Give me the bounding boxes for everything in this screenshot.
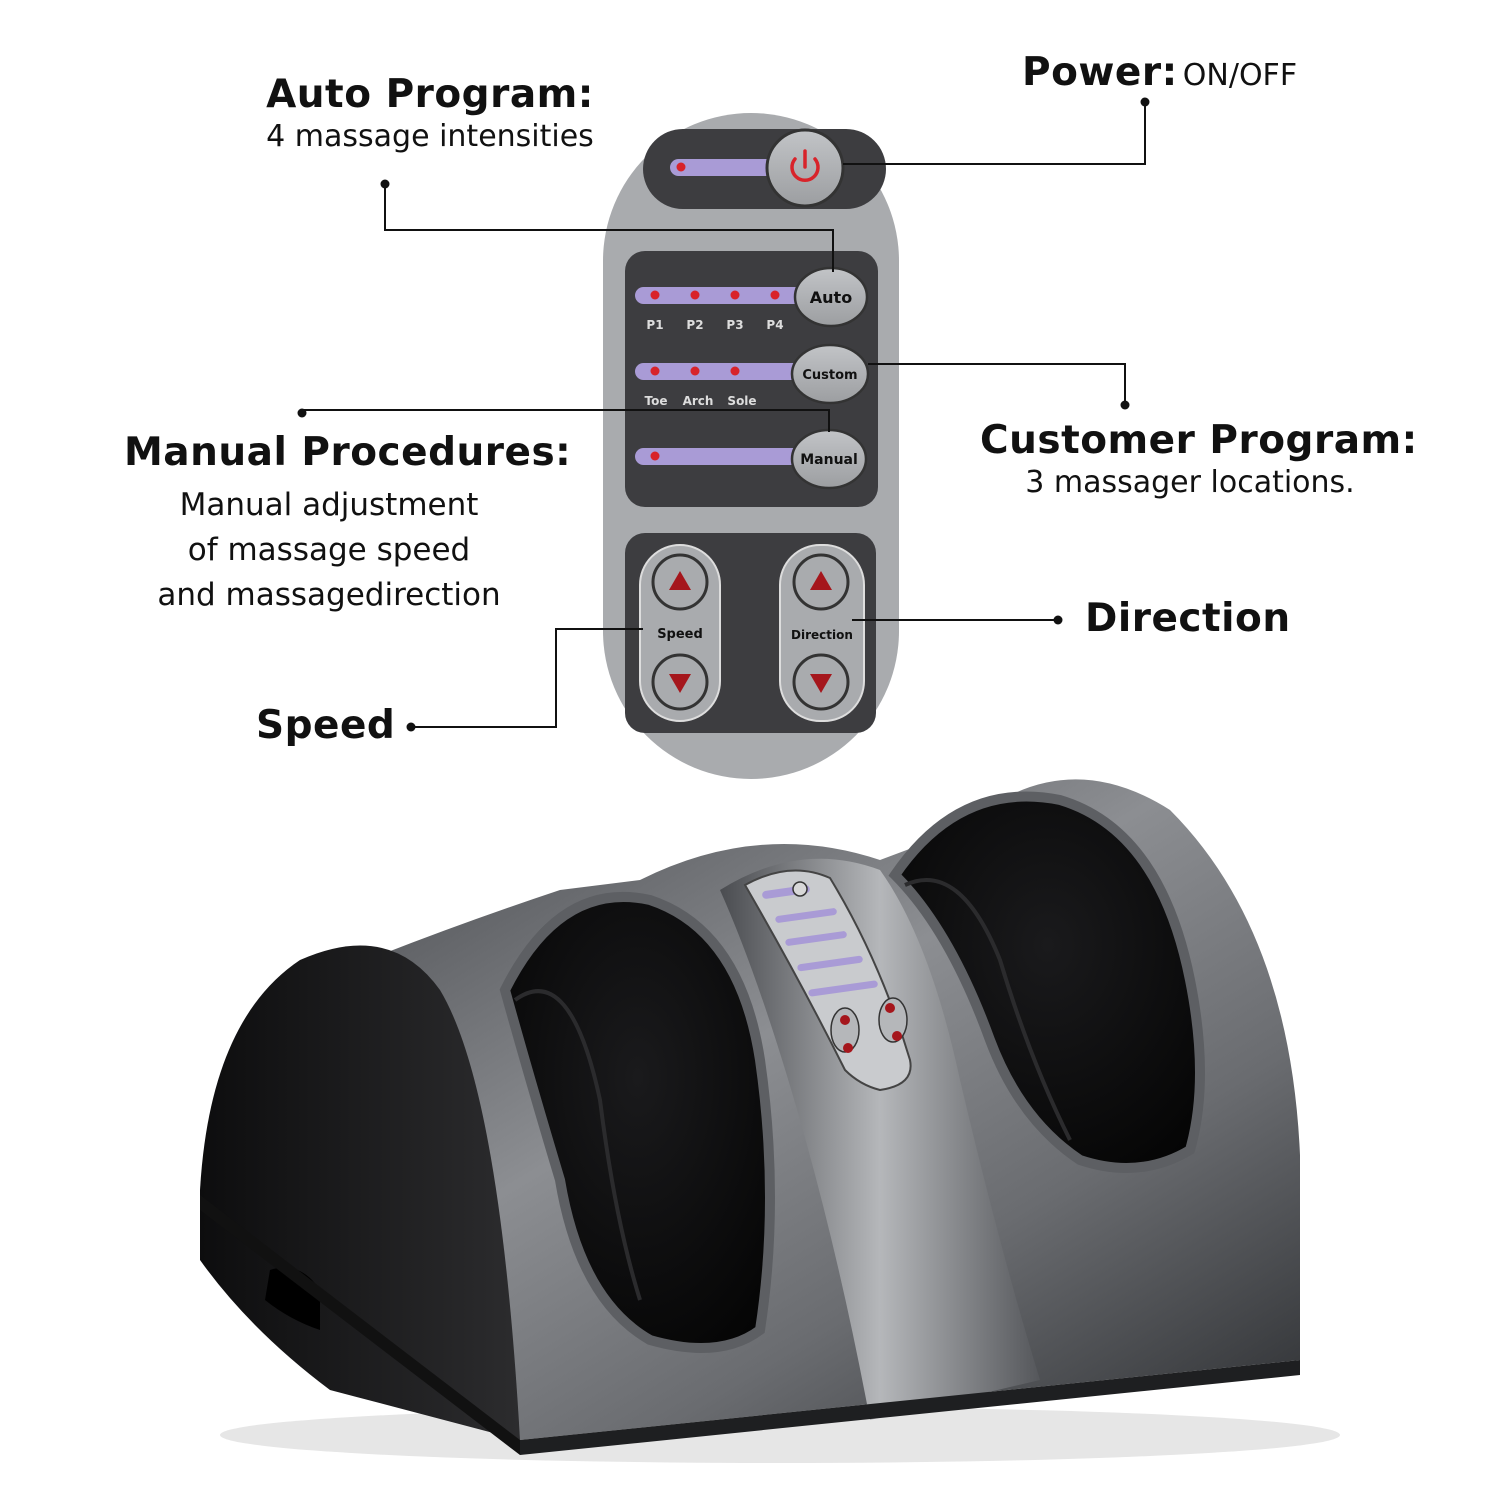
auto-led-p1 (650, 290, 660, 300)
power-annotation: Power: ON/OFF (1022, 50, 1297, 95)
manual-button-label: Manual (800, 452, 858, 468)
auto-button[interactable]: Auto (793, 266, 869, 328)
device-center-spine (720, 858, 1040, 1420)
manual-procedures-annotation: Manual Procedures: Manual adjustment of … (124, 430, 572, 618)
device-shadow (220, 1407, 1340, 1463)
auto-label-p4: P4 (766, 318, 783, 332)
manual-led (650, 451, 660, 461)
manual-procedures-title: Manual Procedures: (124, 430, 572, 475)
down-arrow-icon (810, 674, 832, 693)
left-foot-well (499, 891, 775, 1353)
auto-label-p3: P3 (726, 318, 743, 332)
down-arrow-icon (669, 674, 691, 693)
direction-down-button[interactable] (792, 653, 850, 711)
device-left-cap (200, 945, 520, 1440)
speed-up-button[interactable] (651, 553, 709, 611)
custom-label-toe: Toe (645, 394, 668, 408)
custom-led-arch (690, 366, 700, 376)
up-arrow-icon (810, 571, 832, 590)
power-button[interactable] (765, 128, 845, 208)
auto-slider (635, 287, 825, 304)
power-led (676, 162, 686, 172)
auto-program-annotation: Auto Program: 4 massage intensities (230, 72, 630, 154)
manual-procedures-line-1: Manual adjustment (179, 487, 479, 523)
power-title: Power: (1022, 50, 1178, 95)
power-slider (670, 159, 782, 176)
custom-label-arch: Arch (683, 394, 714, 408)
manual-procedures-line-3: and massagedirection (157, 577, 501, 613)
custom-led-sole (730, 366, 740, 376)
speed-down-button[interactable] (651, 653, 709, 711)
callout-lines (301, 103, 1146, 728)
auto-program-title: Auto Program: (266, 72, 594, 117)
custom-label-sole: Sole (727, 394, 756, 408)
device-body (200, 779, 1300, 1440)
power-icon (790, 149, 820, 183)
auto-button-label: Auto (810, 288, 852, 307)
auto-led-p3 (730, 290, 740, 300)
manual-procedures-line-2: of massage speed (187, 532, 471, 568)
up-arrow-icon (669, 571, 691, 590)
auto-program-text: 4 massage intensities (266, 119, 594, 154)
manual-slider (635, 448, 825, 465)
auto-label-p2: P2 (686, 318, 703, 332)
speed-annotation: Speed (256, 703, 396, 748)
custom-led-toe (650, 366, 660, 376)
control-panel: Auto P1 P2 P3 P4 Custom Toe Arch Sole Ma… (297, 97, 1150, 779)
device-handle (265, 1267, 320, 1330)
power-text: ON/OFF (1182, 58, 1298, 93)
right-foot-well (888, 791, 1205, 1173)
customer-program-text: 3 massager locations. (1025, 465, 1355, 500)
device-mini-panel (743, 869, 912, 1092)
custom-button[interactable]: Custom (790, 343, 870, 405)
manual-button[interactable]: Manual (790, 428, 868, 490)
device-base-lip-left (200, 1195, 520, 1455)
custom-slider (635, 363, 825, 380)
custom-button-label: Custom (802, 368, 857, 383)
auto-led-p2 (690, 290, 700, 300)
customer-program-annotation: Customer Program: 3 massager locations. (980, 418, 1418, 500)
callout-dots (297, 97, 1150, 732)
direction-control-label: Direction (791, 628, 853, 642)
customer-program-title: Customer Program: (980, 418, 1418, 463)
direction-annotation: Direction (1085, 596, 1291, 641)
speed-control-label: Speed (657, 627, 703, 642)
device-base-lip (520, 1360, 1300, 1455)
auto-label-p1: P1 (646, 318, 663, 332)
auto-led-p4 (770, 290, 780, 300)
direction-up-button[interactable] (792, 553, 850, 611)
